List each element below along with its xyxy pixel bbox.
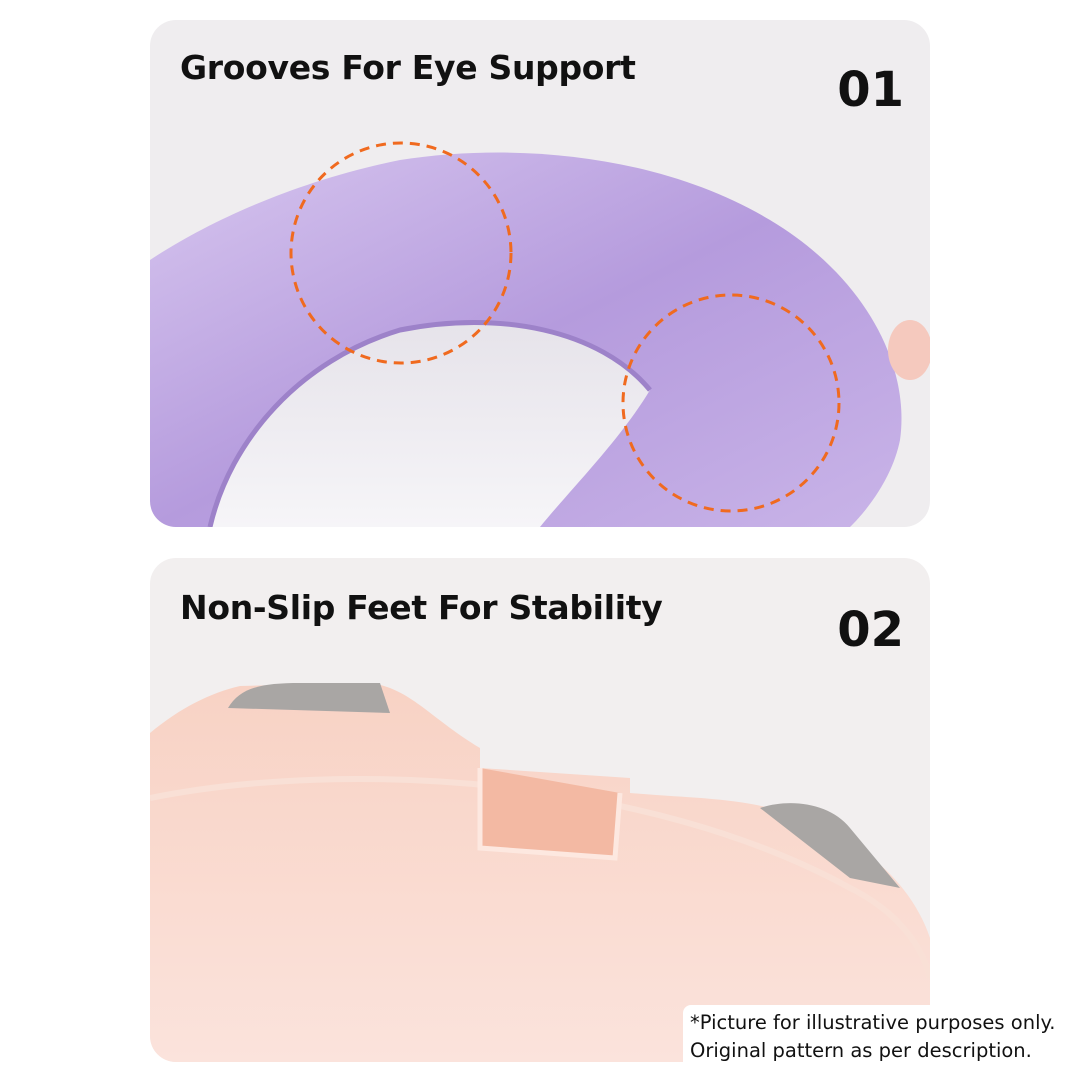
feature-panel-non-slip-feet: Non-Slip Feet For Stability 02 xyxy=(150,558,930,1062)
panel-title: Non-Slip Feet For Stability xyxy=(180,588,663,627)
disclaimer-line: Original pattern as per description. xyxy=(690,1039,1032,1062)
disclaimer-note: *Picture for illustrative purposes only.… xyxy=(683,1005,1080,1080)
panel-title: Grooves For Eye Support xyxy=(180,48,636,87)
disclaimer-line: *Picture for illustrative purposes only. xyxy=(690,1011,1056,1034)
pink-base-image xyxy=(150,683,930,1062)
feature-panel-eye-grooves: Grooves For Eye Support 01 xyxy=(150,20,930,527)
groove-highlight-circle xyxy=(621,293,841,513)
purple-cushion-image xyxy=(150,141,930,527)
groove-highlight-circle xyxy=(289,141,513,365)
panel-number: 01 xyxy=(837,62,904,118)
non-slip-foot xyxy=(760,803,900,888)
non-slip-foot xyxy=(228,683,390,713)
panel-number: 02 xyxy=(837,602,904,658)
